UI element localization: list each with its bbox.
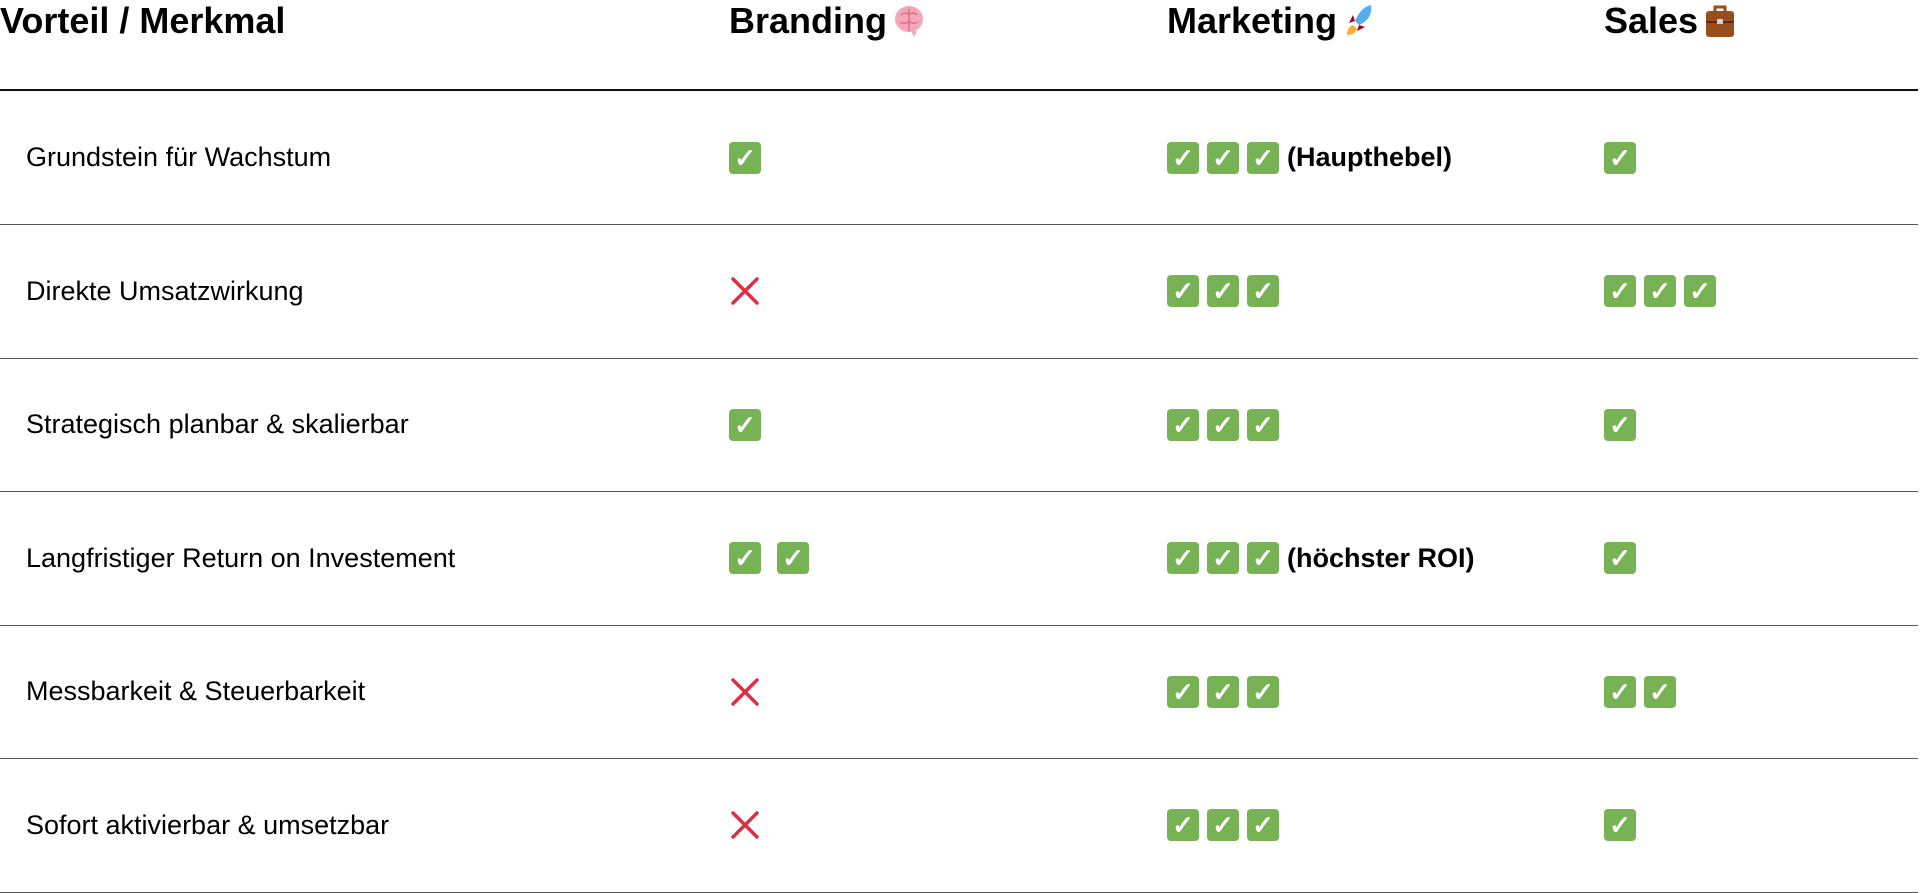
table-row: Direkte Umsatzwirkung✓✓✓✓✓✓ xyxy=(0,225,1918,359)
check-mark-icon: ✓ xyxy=(1604,542,1636,574)
feature-label: Messbarkeit & Steuerbarkeit xyxy=(26,676,366,706)
check-mark-icon: ✓ xyxy=(1207,675,1239,708)
check-mark-icon: ✓ xyxy=(1207,542,1239,574)
table-row: Sofort aktivierbar & umsetzbar✓✓✓✓ xyxy=(0,759,1918,893)
feature-label: Sofort aktivierbar & umsetzbar xyxy=(26,809,390,840)
cross-mark-icon xyxy=(731,677,759,706)
check-mark-icon: ✓ xyxy=(1167,275,1199,307)
check-mark-icon: ✓ xyxy=(1167,542,1199,574)
sales-cell: ✓ xyxy=(1604,492,1636,625)
marketing-note: (Haupthebel) xyxy=(1287,142,1452,172)
header-branding: Branding xyxy=(729,0,925,42)
branding-cell: ✓ xyxy=(729,91,761,224)
check-mark-icon: ✓ xyxy=(1604,275,1636,307)
branding-cell xyxy=(729,625,761,758)
header-marketing: Marketing xyxy=(1167,0,1375,42)
cross-mark-icon xyxy=(731,811,759,839)
sales-cell: ✓ xyxy=(1604,91,1636,224)
branding-cell xyxy=(729,225,761,358)
sales-cell: ✓✓✓ xyxy=(1604,225,1716,358)
marketing-note: (höchster ROI) xyxy=(1287,542,1475,573)
check-mark-icon: ✓ xyxy=(1604,809,1636,841)
check-mark-icon: ✓ xyxy=(1247,141,1279,174)
branding-cell: ✓✓ xyxy=(729,492,809,625)
feature-label: Strategisch planbar & skalierbar xyxy=(26,409,409,439)
check-mark-icon: ✓ xyxy=(1604,408,1636,441)
check-mark-icon: ✓ xyxy=(1167,809,1199,841)
check-mark-icon: ✓ xyxy=(1247,275,1279,307)
feature-label: Direkte Umsatzwirkung xyxy=(26,275,304,306)
branding-cell xyxy=(729,759,761,892)
check-mark-icon: ✓ xyxy=(1207,809,1239,841)
check-mark-icon: ✓ xyxy=(777,542,809,574)
feature-label: Langfristiger Return on Investement xyxy=(26,542,456,573)
marketing-cell: ✓✓✓ xyxy=(1167,225,1279,358)
feature-label: Grundstein für Wachstum xyxy=(26,142,332,172)
header-feature: Vorteil / Merkmal xyxy=(0,0,285,42)
check-mark-icon: ✓ xyxy=(1247,809,1279,841)
branding-cell: ✓ xyxy=(729,358,761,491)
check-mark-icon: ✓ xyxy=(1207,408,1239,441)
sales-cell: ✓ xyxy=(1604,759,1636,892)
marketing-cell: ✓✓✓ xyxy=(1167,625,1279,758)
check-mark-icon: ✓ xyxy=(1684,275,1716,307)
check-mark-icon: ✓ xyxy=(1167,675,1199,708)
check-mark-icon: ✓ xyxy=(1247,408,1279,441)
rocket-icon xyxy=(1347,5,1372,35)
check-mark-icon: ✓ xyxy=(1167,408,1199,441)
check-mark-icon: ✓ xyxy=(1644,275,1676,307)
marketing-cell: ✓✓✓(Haupthebel) xyxy=(1167,91,1452,224)
check-mark-icon: ✓ xyxy=(1207,141,1239,174)
table-row: Langfristiger Return on Investement✓✓✓✓✓… xyxy=(0,492,1918,626)
header-label: Sales xyxy=(1604,0,1699,41)
check-mark-icon: ✓ xyxy=(1644,675,1676,708)
check-mark-icon: ✓ xyxy=(1207,275,1239,307)
table-row: Strategisch planbar & skalierbar✓✓✓✓✓ xyxy=(0,358,1918,492)
table-row: Messbarkeit & Steuerbarkeit✓✓✓✓✓ xyxy=(0,625,1918,759)
sales-cell: ✓✓ xyxy=(1604,625,1676,758)
marketing-cell: ✓✓✓ xyxy=(1167,759,1279,892)
check-mark-icon: ✓ xyxy=(729,408,761,441)
marketing-cell: ✓✓✓ xyxy=(1167,358,1279,491)
sales-cell: ✓ xyxy=(1604,358,1636,491)
check-mark-icon: ✓ xyxy=(729,542,761,574)
table-header: Vorteil / Merkmal Branding Marketing Sal… xyxy=(0,0,1918,91)
brain-icon xyxy=(895,6,923,37)
check-mark-icon: ✓ xyxy=(1604,141,1636,174)
header-sales: Sales xyxy=(1604,0,1736,42)
cross-mark-icon xyxy=(731,277,759,305)
check-mark-icon: ✓ xyxy=(1247,675,1279,708)
check-mark-icon: ✓ xyxy=(1247,542,1279,574)
table-row: Grundstein für Wachstum✓✓✓✓(Haupthebel)✓ xyxy=(0,91,1918,225)
header-label: Branding xyxy=(729,0,887,41)
briefcase-icon xyxy=(1706,5,1735,37)
header-label: Marketing xyxy=(1167,0,1338,41)
check-mark-icon: ✓ xyxy=(1167,141,1199,174)
check-mark-icon: ✓ xyxy=(1604,675,1636,708)
check-mark-icon: ✓ xyxy=(729,141,761,174)
marketing-cell: ✓✓✓(höchster ROI) xyxy=(1167,492,1475,625)
header-label: Vorteil / Merkmal xyxy=(0,0,286,41)
